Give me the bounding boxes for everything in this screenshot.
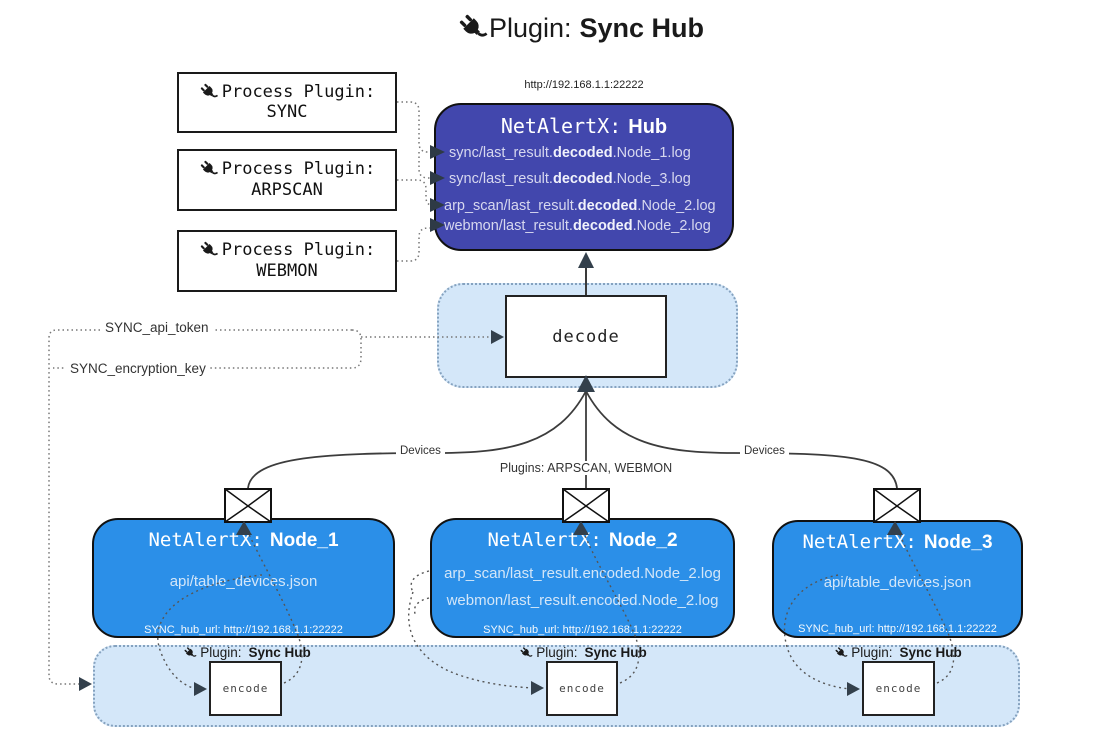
encode-box: encode	[546, 661, 618, 716]
hub-title-prefix: NetAlertX:	[500, 114, 622, 138]
plug-icon	[199, 82, 219, 102]
encode-section-label: Plugin:Sync Hub	[519, 645, 647, 660]
hub-url: http://192.168.1.1:22222	[524, 79, 644, 91]
plug-icon	[457, 12, 489, 44]
sync-api-token-label: SYNC_api_token	[101, 320, 213, 335]
node-box-node-1: NetAlertX:Node_1 api/table_devices.json …	[92, 518, 395, 638]
plug-icon	[183, 646, 197, 660]
hub-log-entry: webmon/last_result.decoded.Node_2.log	[444, 218, 711, 234]
node-box-node-2: NetAlertX:Node_2 arp_scan/last_result.en…	[430, 518, 735, 638]
hub-title: NetAlertX: Hub	[436, 114, 732, 139]
node-hub-url: SYNC_hub_url: http://192.168.1.1:22222	[798, 623, 997, 635]
band-entry-arrow	[79, 677, 92, 691]
hub-box: NetAlertX: Hub sync/last_result.decoded.N…	[434, 103, 734, 251]
hub-log-entry: sync/last_result.decoded.Node_1.log	[449, 145, 691, 161]
process-plugin-box-arpscan: Process Plugin: ARPSCAN	[177, 149, 397, 211]
plug-icon	[199, 240, 219, 260]
node-log-entry: webmon/last_result.encoded.Node_2.log	[446, 592, 719, 609]
encode-section-label: Plugin:Sync Hub	[834, 645, 962, 660]
devices-label-right: Devices	[740, 445, 789, 457]
devices-label-left: Devices	[396, 445, 445, 457]
node-title: NetAlertX:Node_3	[802, 531, 993, 553]
node-hub-url: SYNC_hub_url: http://192.168.1.1:22222	[144, 624, 343, 636]
encode-box: encode	[209, 661, 282, 716]
hub-log-entry: sync/last_result.decoded.Node_3.log	[449, 171, 691, 187]
process-plugin-label: Process Plugin:	[221, 159, 376, 180]
process-plugin-name: SYNC	[266, 102, 308, 123]
plug-icon	[519, 646, 533, 660]
node-log-entry: arp_scan/last_result.encoded.Node_2.log	[444, 565, 721, 582]
process-plugin-label: Process Plugin:	[221, 240, 376, 261]
hub-log-entry: arp_scan/last_result.decoded.Node_2.log	[444, 198, 716, 214]
process-plugin-label: Process Plugin:	[221, 81, 376, 102]
process-plugin-box-sync: Process Plugin: SYNC	[177, 72, 397, 133]
envelope-icon	[873, 488, 921, 523]
process-plugin-name: WEBMON	[256, 260, 318, 281]
encode-section-label: Plugin:Sync Hub	[183, 645, 311, 660]
process-plugin-name: ARPSCAN	[251, 179, 323, 200]
plug-icon	[834, 646, 848, 660]
plugins-label: Plugins: ARPSCAN, WEBMON	[495, 461, 677, 475]
diagram-title: Plugin: Sync Hub	[22, 12, 1117, 44]
node-title: NetAlertX:Node_1	[148, 529, 339, 551]
node-title: NetAlertX:Node_2	[487, 529, 678, 551]
node-log-entry: api/table_devices.json	[169, 573, 318, 590]
node-hub-url: SYNC_hub_url: http://192.168.1.1:22222	[483, 624, 682, 636]
node-log-entry: api/table_devices.json	[823, 574, 972, 591]
node-box-node-3: NetAlertX:Node_3 api/table_devices.json …	[772, 520, 1023, 638]
decode-box: decode	[505, 295, 667, 378]
plug-icon	[199, 159, 219, 179]
sync-encryption-key-label: SYNC_encryption_key	[66, 361, 210, 376]
diagram-title-prefix: Plugin:	[488, 12, 572, 43]
hub-title-name: Hub	[628, 116, 668, 138]
plugin-connector-lines	[397, 101, 433, 262]
encode-box: encode	[862, 661, 935, 716]
diagram-title-name: Sync Hub	[579, 12, 705, 43]
process-plugin-box-webmon: Process Plugin: WEBMON	[177, 230, 397, 292]
